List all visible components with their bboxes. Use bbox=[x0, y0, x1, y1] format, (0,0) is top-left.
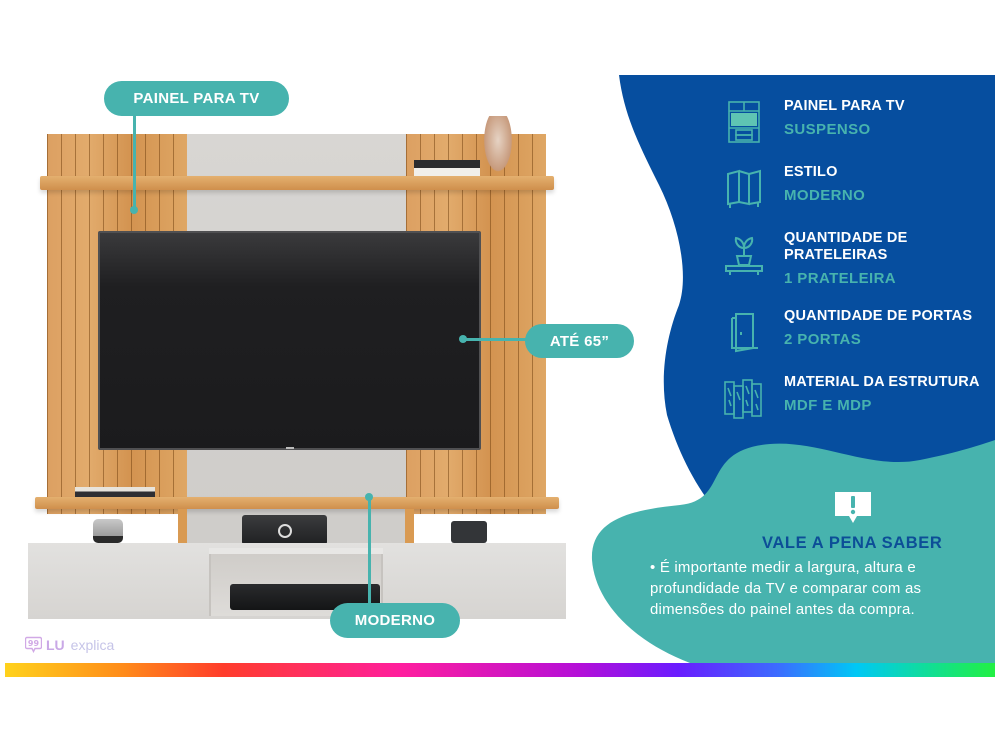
soundbox bbox=[451, 521, 487, 543]
av-receiver bbox=[242, 515, 327, 545]
tv-panel-icon bbox=[728, 101, 760, 143]
spec-label: ESTILO bbox=[784, 164, 838, 180]
spec-value: MODERNO bbox=[784, 187, 866, 204]
spec-value: MDF E MDP bbox=[784, 397, 872, 414]
spec-value: 1 PRATELEIRA bbox=[784, 270, 897, 287]
info-body: • É importante medir a largura, altura e… bbox=[650, 559, 922, 618]
product-image-tv-panel bbox=[28, 116, 566, 619]
callout-size: ATÉ 65” bbox=[525, 324, 634, 358]
spec-item-shelves: QUANTIDADE DE PRATELEIRAS 1 PRATELEIRA bbox=[722, 230, 992, 308]
bottom-shelf bbox=[35, 497, 559, 509]
door-icon bbox=[731, 313, 758, 353]
rainbow-gradient-bar bbox=[5, 663, 995, 677]
spec-value: SUSPENSO bbox=[784, 121, 871, 138]
folding-screen-icon bbox=[727, 169, 761, 208]
top-shelf bbox=[40, 176, 554, 190]
callout-dot-panel bbox=[130, 206, 138, 214]
spec-item-material: MATERIAL DA ESTRUTURA MDF E MDP bbox=[722, 374, 992, 440]
spec-label: QUANTIDADE DE PRATELEIRAS bbox=[784, 230, 908, 263]
info-title: VALE A PENA SABER bbox=[762, 534, 943, 552]
shelf-support-right bbox=[405, 509, 414, 545]
spec-label: PAINEL PARA TV bbox=[784, 98, 905, 114]
tv-logo bbox=[285, 447, 294, 449]
quote-bubble-icon: 99 bbox=[25, 636, 42, 653]
lu-explica-logo: 99 LU explica bbox=[25, 636, 114, 653]
logo-explica-text: explica bbox=[70, 636, 115, 653]
spec-label: QUANTIDADE DE PORTAS bbox=[784, 308, 973, 324]
shelf-support-left bbox=[178, 509, 187, 545]
television bbox=[98, 231, 481, 450]
callout-dot-style bbox=[365, 493, 373, 501]
spec-item-style: ESTILO MODERNO bbox=[722, 164, 992, 230]
spec-label: MATERIAL DA ESTRUTURA bbox=[784, 374, 980, 390]
spec-value: 2 PORTAS bbox=[784, 331, 862, 348]
callout-line-panel bbox=[133, 116, 136, 210]
callout-dot-size bbox=[459, 335, 467, 343]
shelf-plant-icon bbox=[725, 236, 763, 275]
specs-list: PAINEL PARA TV SUSPENSO ESTILO MODERNO bbox=[722, 98, 992, 440]
alert-speech-icon bbox=[835, 492, 871, 523]
logo-lu-text: LU bbox=[46, 636, 65, 653]
speaker-decor bbox=[93, 519, 123, 543]
callout-line-size bbox=[463, 338, 527, 341]
callout-panel: PAINEL PARA TV bbox=[104, 81, 289, 116]
book-decor bbox=[414, 160, 480, 176]
spec-item-type: PAINEL PARA TV SUSPENSO bbox=[722, 98, 992, 164]
callout-line-style bbox=[368, 497, 371, 603]
wood-boards-icon bbox=[724, 379, 762, 419]
books-decor bbox=[75, 487, 155, 497]
spec-item-doors: QUANTIDADE DE PORTAS 2 PORTAS bbox=[722, 308, 992, 374]
callout-style: MODERNO bbox=[330, 603, 460, 638]
horse-statue-decor bbox=[482, 116, 514, 176]
svg-text:99: 99 bbox=[28, 639, 40, 648]
rack-niche-shelf bbox=[209, 548, 383, 554]
